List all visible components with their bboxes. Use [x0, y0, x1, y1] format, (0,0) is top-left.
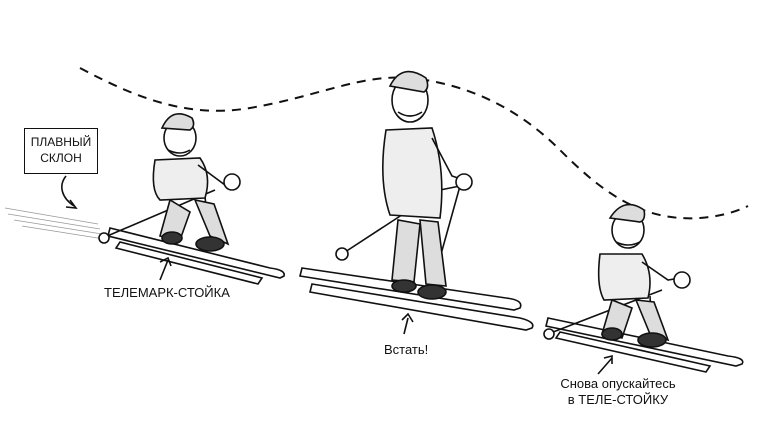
label-arrows: [159, 256, 613, 375]
gentle-slope-line1: ПЛАВНЫЙ: [30, 135, 92, 149]
skier-telemark: [98, 112, 286, 285]
skier-standing: [299, 70, 534, 331]
motion-path: [79, 67, 749, 220]
telemark-stance-label: ТЕЛЕМАРК-СТОЙКА: [104, 285, 230, 300]
lower-again-line1: Снова опускайтесь: [560, 376, 676, 391]
gentle-slope-arrow: [61, 175, 75, 207]
lower-again-label: Снова опускайтесь в ТЕЛЕ-СТОЙКУ: [548, 376, 688, 408]
stand-up-label: Встать!: [384, 342, 429, 357]
gentle-slope-label: ПЛАВНЫЙ СКЛОН: [24, 128, 98, 174]
skier-lowering: [543, 203, 744, 373]
lower-again-line2: в ТЕЛЕ-СТОЙКУ: [567, 392, 669, 407]
gentle-slope-line2: СКЛОН: [40, 151, 82, 165]
speed-lines: [4, 207, 105, 240]
